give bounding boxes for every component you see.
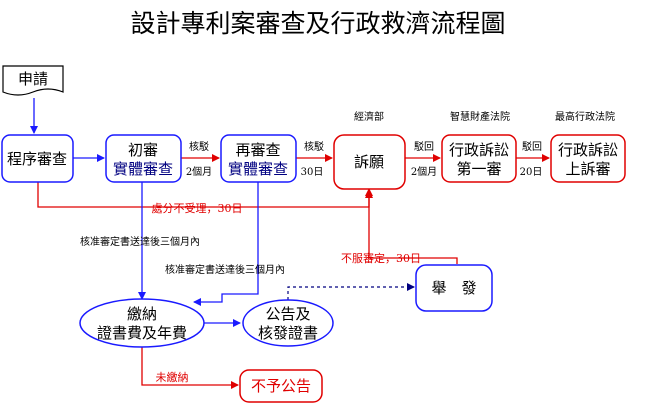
node-court2 xyxy=(550,134,626,183)
arrow-report-appeal xyxy=(365,190,458,264)
arrow-pay-no-announce xyxy=(141,347,239,389)
node-no-announce-label: 不予公告 xyxy=(251,377,311,395)
node-pay-l1: 繳納 xyxy=(127,305,157,323)
org-appeal: 經濟部 xyxy=(354,110,384,123)
node-appeal-label: 訴願 xyxy=(354,153,384,171)
label-dismiss2: 駁回 xyxy=(522,140,542,153)
node-procedural-label: 程序審查 xyxy=(7,150,67,168)
label-months2: 2個月 xyxy=(411,165,437,178)
node-re-l1: 再審查 xyxy=(235,141,280,159)
node-initial-l2: 實體審查 xyxy=(113,160,173,178)
node-procedural xyxy=(1,134,74,183)
node-no-announce xyxy=(239,369,323,403)
node-court1 xyxy=(441,134,517,183)
node-apply-shape xyxy=(2,65,64,96)
label-approve2: 核准審定書送達後三個月內 xyxy=(165,263,285,276)
node-pay-l2: 證書費及年費 xyxy=(97,324,187,342)
node-announce xyxy=(242,299,334,347)
label-reject1: 核駁 xyxy=(189,140,209,153)
org-court2: 最高行政法院 xyxy=(555,110,615,123)
node-court2-l1: 行政訴訟 xyxy=(558,141,618,159)
node-court2-l2: 上訴審 xyxy=(565,160,610,178)
node-initial xyxy=(105,134,182,183)
node-report xyxy=(415,264,493,312)
label-unpaid: 未繳納 xyxy=(156,370,189,384)
node-re-l2: 實體審查 xyxy=(228,160,288,178)
label-refuse: 不服審定，30日 xyxy=(341,251,421,265)
label-reject2: 核駁 xyxy=(304,140,324,153)
org-court1: 智慧財產法院 xyxy=(450,110,510,123)
label-dismiss1: 駁回 xyxy=(414,140,434,153)
node-announce-l2: 核發證書 xyxy=(258,324,318,342)
node-court1-l2: 第一審 xyxy=(456,160,501,178)
node-announce-l1: 公告及 xyxy=(265,305,310,323)
label-days2: 20日 xyxy=(520,167,543,178)
arrow-announce-report xyxy=(287,283,415,300)
arrow-re-pay xyxy=(193,182,259,306)
node-pay xyxy=(79,298,205,348)
node-court1-l1: 行政訴訟 xyxy=(449,141,509,159)
label-days1: 30日 xyxy=(301,167,324,178)
node-appeal xyxy=(333,134,406,190)
label-approve1: 核准審定書送達後三個月內 xyxy=(80,235,200,248)
label-disposal: 處分不受理，30日 xyxy=(152,201,243,215)
node-re xyxy=(220,134,297,183)
label-months1: 2個月 xyxy=(186,165,212,178)
node-apply-label: 申請 xyxy=(18,70,48,88)
node-initial-l1: 初審 xyxy=(128,141,158,159)
page-title: 設計專利案審查及行政救濟流程圖 xyxy=(130,9,505,38)
node-report-label: 舉 發 xyxy=(431,279,476,297)
